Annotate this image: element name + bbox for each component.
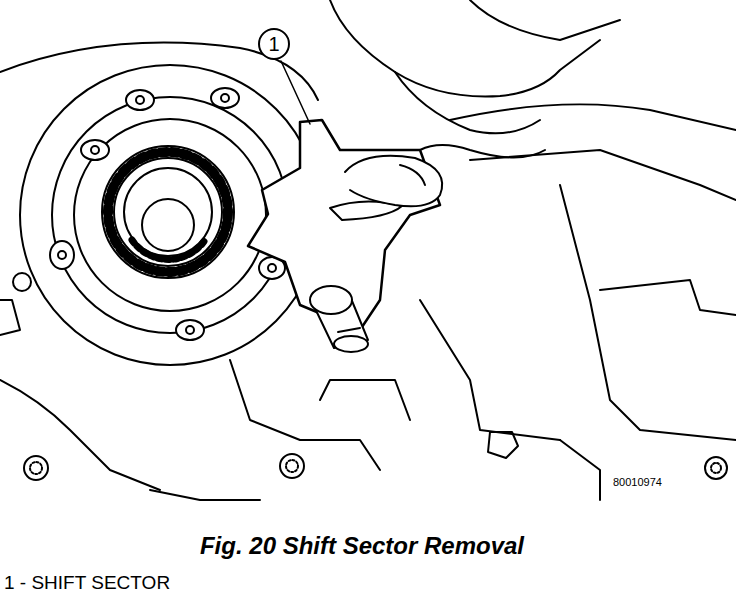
hand-outline xyxy=(330,0,600,97)
finger xyxy=(420,145,545,158)
housing-edge xyxy=(0,380,160,490)
housing-edge xyxy=(320,380,410,420)
bolt-head xyxy=(280,454,304,478)
callout-circle: 1 xyxy=(258,28,290,60)
gear-bore xyxy=(142,199,194,251)
bolt-thread xyxy=(711,463,721,473)
bolt-thread xyxy=(286,460,298,472)
bolt-thread xyxy=(30,462,42,474)
figure-caption: Fig. 20 Shift Sector Removal xyxy=(200,532,524,560)
shift-sector xyxy=(248,120,440,330)
callout-number: 1 xyxy=(268,34,279,54)
thumb xyxy=(345,156,442,206)
bolt-boss xyxy=(126,90,154,110)
figure-number: 80010974 xyxy=(613,476,662,488)
bolt-hole xyxy=(186,326,194,334)
bolt-head xyxy=(13,273,31,291)
bolt-boss xyxy=(176,320,204,340)
flange-ring xyxy=(52,97,288,333)
bolt-hole xyxy=(136,96,144,104)
housing-edge xyxy=(560,440,600,500)
bolt-head xyxy=(705,457,727,479)
housing-edge xyxy=(150,490,260,500)
housing-edge xyxy=(420,300,560,440)
part-legend: 1 - SHIFT SECTOR xyxy=(4,572,170,594)
housing-edge xyxy=(0,300,20,335)
bore-splines xyxy=(132,240,205,259)
bolt-boss xyxy=(81,140,109,160)
gear-outline xyxy=(114,158,222,266)
bolt-hole xyxy=(268,264,276,272)
thumb-nail xyxy=(400,165,425,185)
gear-outline xyxy=(102,146,234,278)
flange-ring xyxy=(74,119,266,311)
housing-edge xyxy=(600,280,736,315)
bolt-boss xyxy=(211,88,239,108)
bolt-boss xyxy=(50,88,285,340)
bolt-head xyxy=(24,456,48,480)
shaft-groove xyxy=(338,328,360,332)
sector-shaft xyxy=(310,286,352,314)
leader-line xyxy=(281,61,310,124)
bolt-boss xyxy=(50,241,74,269)
bolt-hole xyxy=(221,94,229,102)
spline-teeth xyxy=(108,152,228,272)
hex-nut xyxy=(488,432,518,458)
housing-edge xyxy=(230,360,380,470)
bolt-hole xyxy=(91,146,99,154)
housing-edge xyxy=(560,185,736,440)
bolt-hole xyxy=(58,251,66,259)
housing-edge xyxy=(450,104,736,130)
hand-outline xyxy=(470,0,620,40)
finger xyxy=(395,72,540,133)
shaft-end xyxy=(334,336,368,352)
